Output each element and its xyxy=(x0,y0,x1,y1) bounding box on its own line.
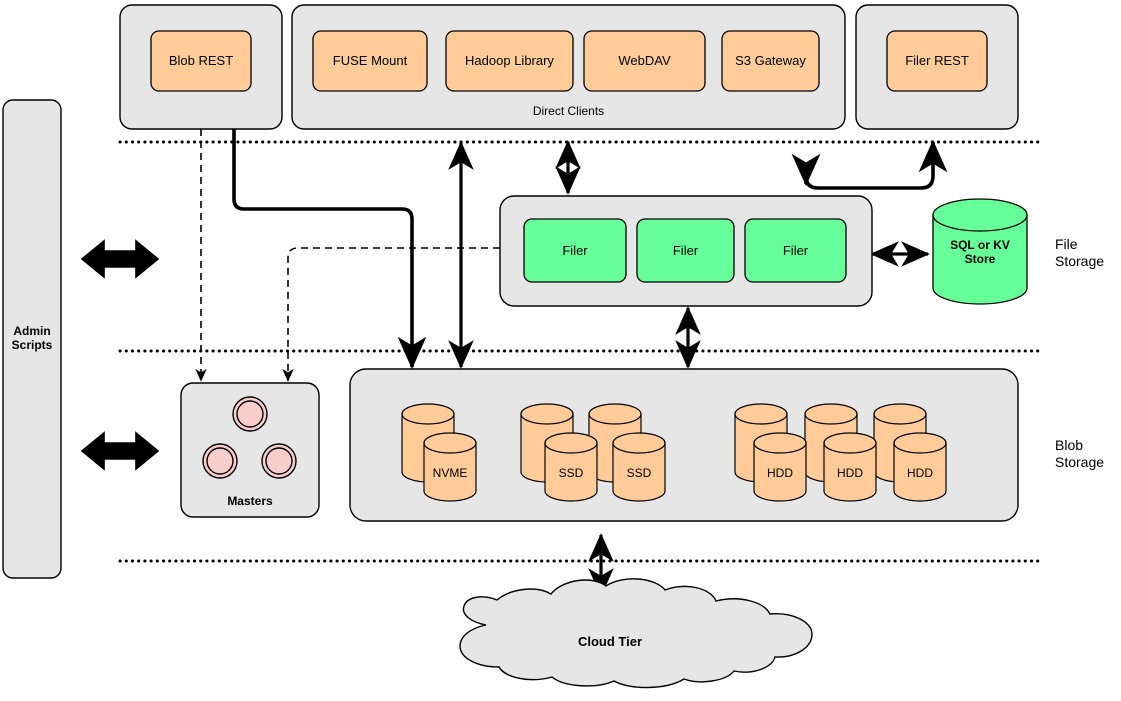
client-box-webdav[interactable] xyxy=(583,30,706,92)
connector-blob-rest-to-volumes xyxy=(232,129,427,370)
masters-box[interactable] xyxy=(180,382,320,518)
ssd-disk-front-1 xyxy=(544,432,598,502)
admin-scripts-box[interactable] xyxy=(2,99,62,579)
cloud-tier-shape[interactable] xyxy=(459,578,813,689)
admin-arrow-blob-storage xyxy=(80,431,160,471)
metadata-store-cylinder[interactable] xyxy=(932,198,1028,305)
filer-node-3[interactable] xyxy=(744,218,847,283)
master-node-2[interactable] xyxy=(202,443,238,479)
hdd-disk-front-1 xyxy=(753,432,807,502)
nvme-disk-front-1 xyxy=(423,432,477,502)
master-node-3[interactable] xyxy=(261,443,297,479)
client-box-hadoop-library[interactable] xyxy=(445,30,574,92)
volume-group-nvme[interactable] xyxy=(401,403,477,502)
master-nodes xyxy=(202,396,297,479)
filer-node-1[interactable] xyxy=(523,218,627,283)
admin-bidirectional-arrows xyxy=(80,239,160,471)
client-box-fuse-mount[interactable] xyxy=(312,30,428,92)
ssd-disk-front-2 xyxy=(612,432,666,502)
connector-filers-to-masters xyxy=(282,247,500,382)
client-box-s3-gateway[interactable] xyxy=(721,30,820,92)
filer-node-2[interactable] xyxy=(636,218,735,283)
hdd-disk-front-2 xyxy=(823,432,877,502)
volume-group-ssd[interactable] xyxy=(520,403,666,502)
master-node-1[interactable] xyxy=(232,396,268,432)
volume-group-hdd[interactable] xyxy=(734,403,947,502)
client-box-blob-rest[interactable] xyxy=(150,30,252,92)
admin-arrow-file-storage xyxy=(80,239,160,279)
hdd-disk-front-3 xyxy=(893,432,947,502)
client-box-filer-rest[interactable] xyxy=(886,30,988,92)
connector-filer-rest-to-filers xyxy=(791,139,948,190)
